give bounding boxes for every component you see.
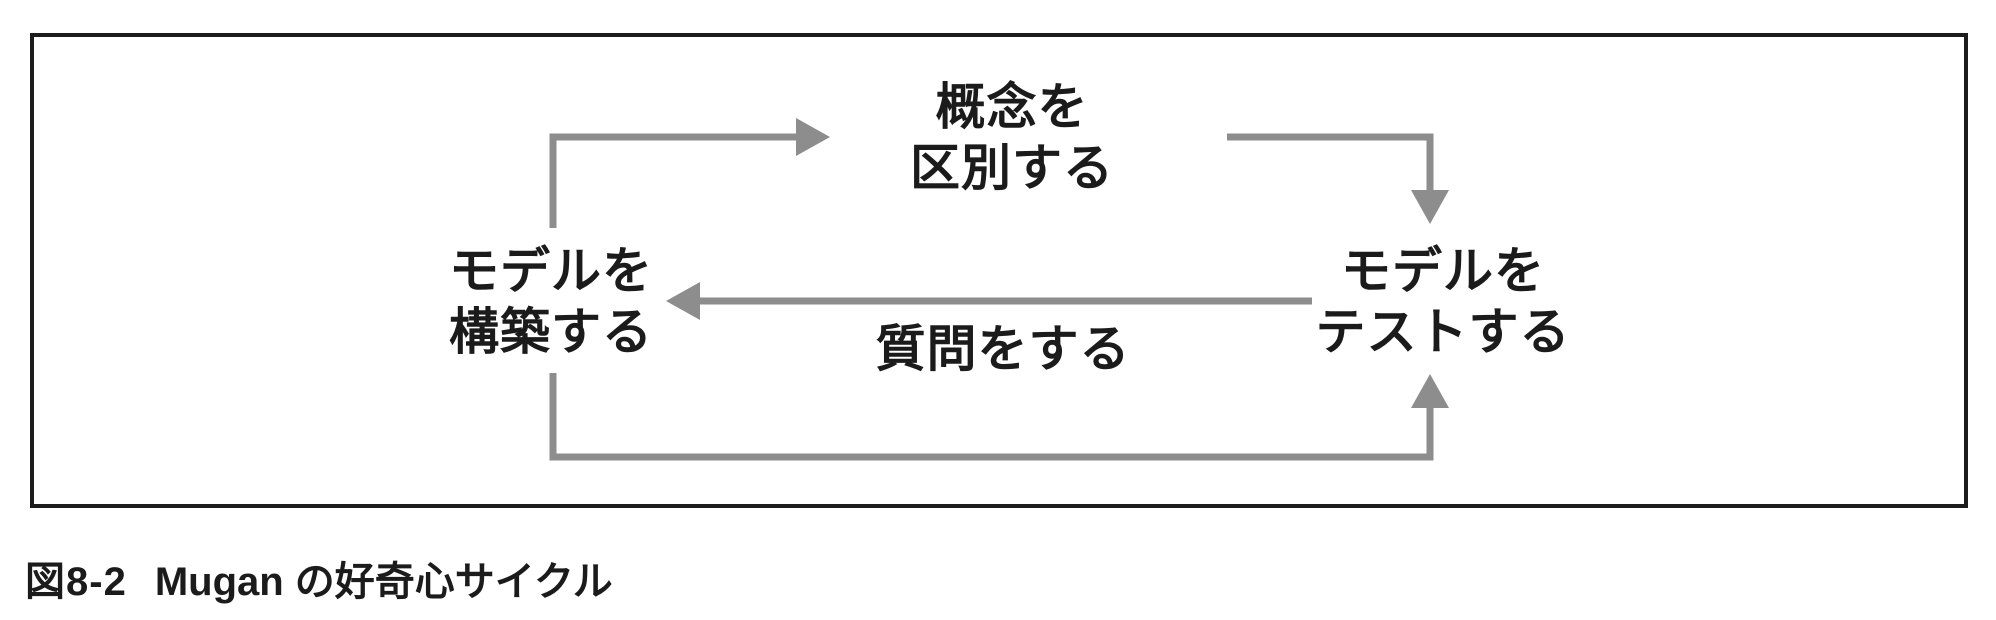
arrow-concepts-to-test — [1227, 133, 1449, 224]
arrow-test-to-build — [666, 282, 1312, 320]
arrowhead-up-icon — [1411, 374, 1449, 408]
node-line: テストする — [1315, 304, 1571, 360]
node-line: 概念を — [935, 79, 1089, 135]
arrowhead-down-icon — [1411, 190, 1449, 224]
figure-caption-title: Mugan の好奇心サイクル — [154, 560, 613, 604]
node-line: モデルを — [1341, 243, 1545, 299]
node-line: モデルを — [449, 243, 653, 299]
arrowhead-right-icon — [796, 118, 830, 156]
figure-caption-label: 図8-2 — [25, 560, 127, 604]
node-line: 区別する — [910, 140, 1114, 196]
arrow-build-to-concepts — [549, 118, 830, 228]
node-distinguish-concepts: 概念を 区別する — [910, 77, 1114, 199]
cycle-arrows — [549, 118, 1449, 461]
arrowhead-left-icon — [666, 282, 700, 320]
edge-label-ask-questions: 質問をする — [875, 321, 1131, 377]
figure-caption: 図8-2 Mugan の好奇心サイクル — [25, 549, 613, 607]
node-test-model: モデルを テストする — [1316, 241, 1571, 363]
arrow-build-to-test-bottom — [549, 373, 1449, 461]
figure-frame: 概念を 区別する モデルを 構築する モデルを テストする 質問をする — [30, 33, 1968, 508]
node-line: 構築する — [449, 304, 653, 360]
node-build-model: モデルを 構築する — [449, 241, 653, 363]
